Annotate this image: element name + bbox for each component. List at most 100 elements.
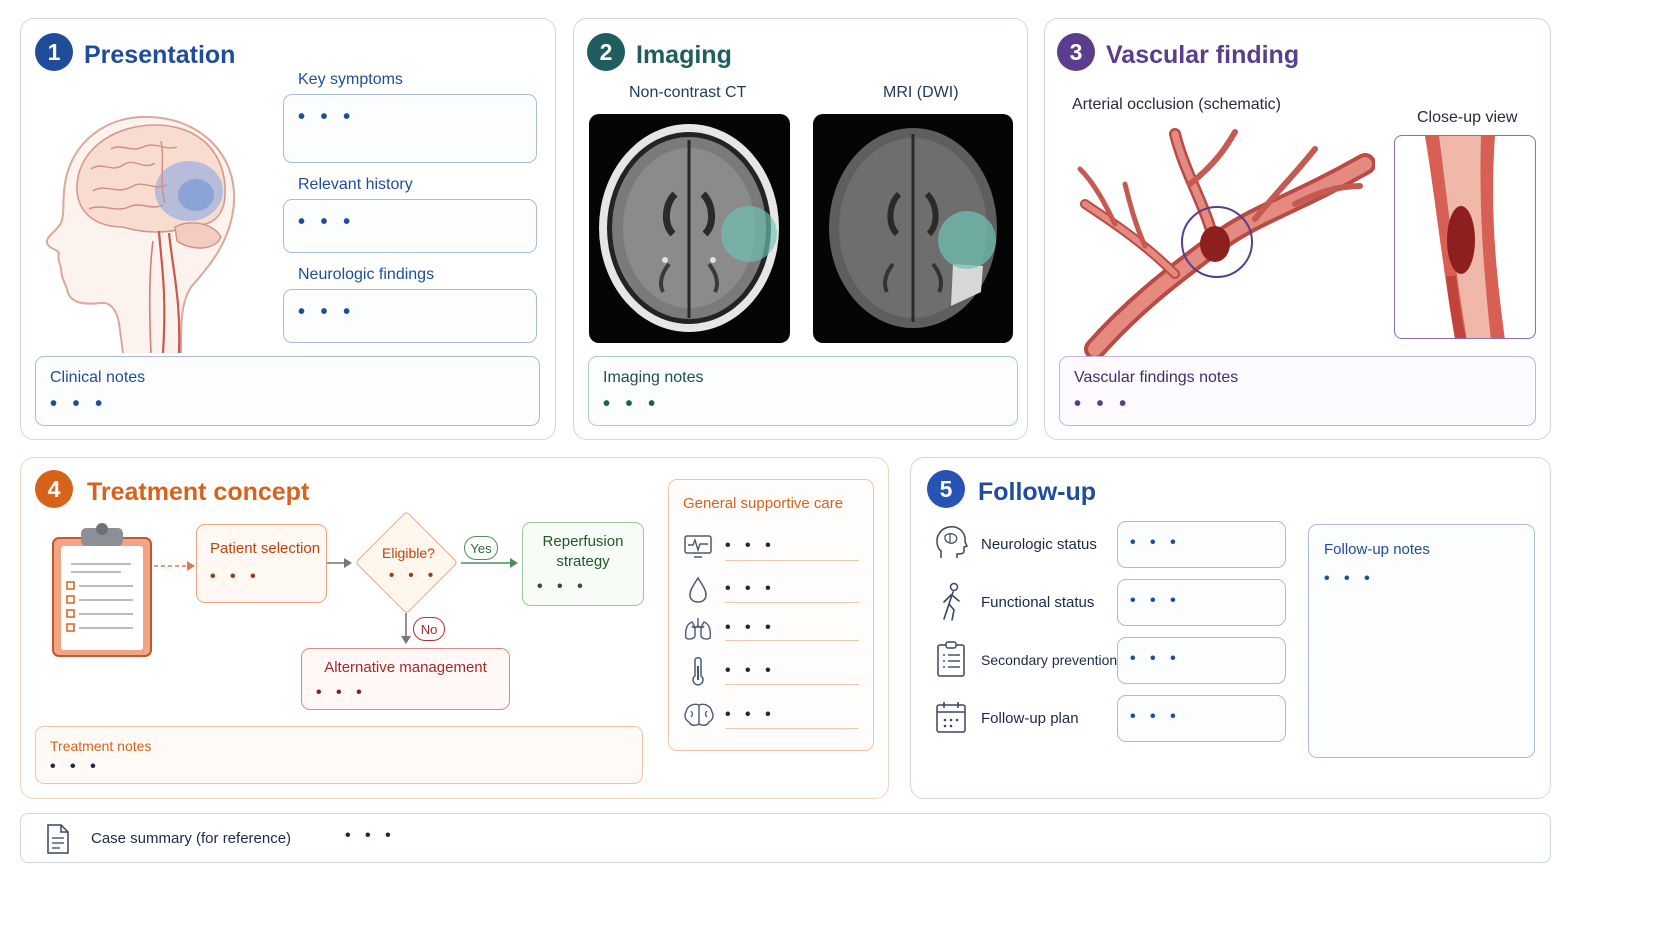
imaging-panel: 2 Imaging Non-contrast CT MRI (DWI) Imag…	[573, 18, 1028, 440]
close-up-view-label: Close-up view	[1417, 109, 1518, 126]
supportive-item-1-placeholder[interactable]: • • •	[725, 537, 776, 554]
neurologic-status-field[interactable]: • • •	[1117, 521, 1286, 568]
imaging-notes-box[interactable]: Imaging notes • • •	[588, 356, 1018, 426]
supportive-care-box: General supportive care • • • • • • • • …	[668, 479, 874, 751]
followup-notes-box[interactable]: Follow-up notes • • •	[1308, 524, 1535, 758]
presentation-number-badge: 1	[35, 33, 73, 71]
calendar-icon	[936, 702, 966, 733]
eligible-placeholder: • • •	[389, 567, 439, 584]
patient-selection-label: Patient selection	[210, 540, 321, 557]
relevant-history-placeholder: • • •	[298, 211, 356, 233]
checklist-icon	[937, 641, 965, 677]
supportive-item-3-line	[725, 640, 859, 641]
droplet-icon	[689, 576, 707, 603]
functional-status-field[interactable]: • • •	[1117, 579, 1286, 626]
treatment-panel: 4 Treatment concept Patient selection • …	[20, 457, 889, 799]
supportive-item-5-placeholder[interactable]: • • •	[725, 706, 776, 723]
flowchart-arrows	[154, 558, 518, 644]
neurologic-findings-placeholder: • • •	[298, 301, 356, 323]
document-icon	[47, 824, 69, 854]
followup-title: Follow-up	[978, 478, 1097, 506]
supportive-item-4-line	[725, 684, 859, 685]
close-up-occlusion-illustration	[1425, 136, 1505, 338]
followup-panel: 5 Follow-up Neurologic status • • • Func…	[910, 457, 1551, 799]
ct-scan-image[interactable]	[589, 114, 790, 343]
supportive-item-1-line	[725, 560, 859, 561]
treatment-notes-box[interactable]: Treatment notes • • •	[35, 726, 643, 784]
secondary-prevention-placeholder: • • •	[1130, 650, 1181, 667]
thermometer-icon	[692, 657, 704, 686]
followup-plan-label: Follow-up plan	[981, 710, 1079, 727]
mri-scan-label: MRI (DWI)	[883, 84, 959, 101]
head-brain-illustration	[45, 115, 236, 354]
no-label: No	[420, 621, 438, 637]
imaging-title: Imaging	[636, 41, 732, 69]
lungs-icon	[684, 618, 712, 640]
brain-icon	[684, 703, 714, 727]
vascular-notes-label: Vascular findings notes	[1074, 369, 1239, 386]
clinical-notes-placeholder: • • •	[50, 393, 108, 415]
reperfusion-label-line1: Reperfusion	[542, 533, 624, 550]
key-symptoms-placeholder: • • •	[298, 106, 356, 128]
vascular-number-badge: 3	[1057, 33, 1095, 71]
key-symptoms-label: Key symptoms	[298, 71, 403, 88]
treatment-title: Treatment concept	[87, 478, 310, 506]
eligible-label: Eligible?	[382, 545, 435, 561]
imaging-notes-placeholder: • • •	[603, 393, 661, 415]
secondary-prevention-label: Secondary prevention	[981, 652, 1118, 668]
clipboard-icon	[52, 523, 152, 657]
case-summary-bar[interactable]: Case summary (for reference) • • •	[20, 813, 1551, 863]
arterial-occlusion-schematic	[1077, 128, 1375, 359]
relevant-history-label: Relevant history	[298, 176, 413, 193]
supportive-item-2-placeholder[interactable]: • • •	[725, 580, 776, 597]
supportive-care-title: General supportive care	[683, 495, 844, 512]
treatment-number-badge: 4	[35, 470, 73, 508]
case-summary-placeholder: • • •	[345, 827, 396, 844]
followup-notes-label: Follow-up notes	[1324, 541, 1430, 558]
functional-status-label: Functional status	[981, 594, 1095, 611]
arterial-occlusion-label: Arterial occlusion (schematic)	[1072, 96, 1281, 113]
supportive-item-5-line	[725, 728, 859, 729]
alternative-management-placeholder: • • •	[316, 684, 367, 701]
yes-pill: Yes	[464, 536, 498, 560]
alternative-management-label: Alternative management	[324, 659, 487, 676]
no-pill: No	[413, 617, 445, 641]
clinical-notes-box[interactable]: Clinical notes • • •	[35, 356, 540, 426]
treatment-notes-placeholder: • • •	[50, 758, 101, 775]
vascular-notes-placeholder: • • •	[1074, 393, 1132, 415]
presentation-title: Presentation	[84, 41, 236, 69]
imaging-number-badge: 2	[587, 33, 625, 71]
followup-plan-field[interactable]: • • •	[1117, 695, 1286, 742]
secondary-prevention-field[interactable]: • • •	[1117, 637, 1286, 684]
supportive-item-4-placeholder[interactable]: • • •	[725, 662, 776, 679]
head-icon	[936, 526, 969, 558]
vascular-notes-box[interactable]: Vascular findings notes • • •	[1059, 356, 1536, 426]
mri-dwi-image[interactable]	[813, 114, 1013, 343]
monitor-icon	[684, 535, 712, 558]
walking-person-icon	[943, 582, 960, 621]
functional-status-placeholder: • • •	[1130, 592, 1181, 609]
close-up-view-frame[interactable]	[1394, 135, 1536, 339]
neurologic-findings-label: Neurologic findings	[298, 266, 435, 283]
supportive-item-3-placeholder[interactable]: • • •	[725, 619, 776, 636]
neurologic-status-placeholder: • • •	[1130, 534, 1181, 551]
patient-selection-placeholder: • • •	[210, 568, 261, 585]
yes-label: Yes	[470, 540, 492, 556]
reperfusion-label-line2: strategy	[556, 553, 610, 570]
clinical-notes-label: Clinical notes	[50, 369, 146, 386]
neurologic-findings-field[interactable]: • • •	[283, 289, 537, 343]
reperfusion-placeholder: • • •	[537, 578, 588, 595]
relevant-history-field[interactable]: • • •	[283, 199, 537, 253]
followup-number-badge: 5	[927, 470, 965, 508]
followup-notes-placeholder: • • •	[1324, 570, 1375, 587]
case-summary-label: Case summary (for reference)	[91, 830, 292, 847]
key-symptoms-field[interactable]: • • •	[283, 94, 537, 163]
ct-scan-label: Non-contrast CT	[629, 84, 747, 101]
supportive-item-2-line	[725, 602, 859, 603]
patient-selection-box[interactable]: Patient selection • • •	[196, 524, 327, 603]
alternative-management-box[interactable]: Alternative management • • •	[301, 648, 510, 710]
vascular-panel: 3 Vascular finding Arterial occlusion (s…	[1044, 18, 1551, 440]
imaging-notes-label: Imaging notes	[603, 369, 704, 386]
reperfusion-strategy-box[interactable]: Reperfusion strategy • • •	[522, 522, 644, 606]
vascular-title: Vascular finding	[1106, 41, 1300, 69]
